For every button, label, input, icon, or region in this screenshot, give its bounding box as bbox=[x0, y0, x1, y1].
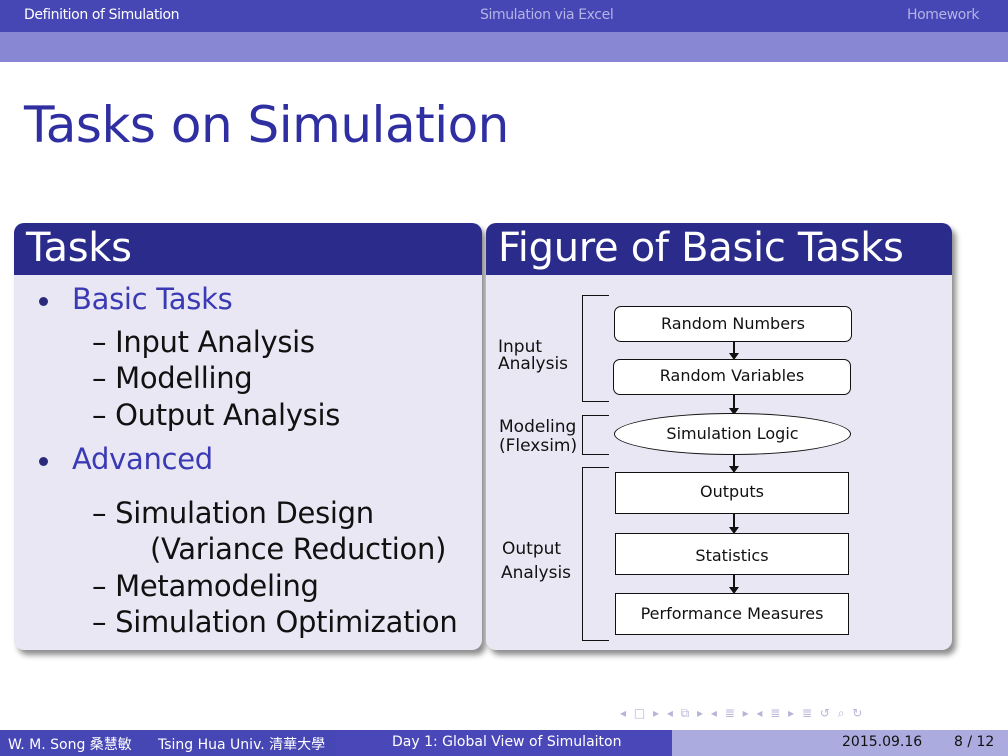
output-bracket bbox=[582, 467, 609, 641]
label-input-analysis: Analysis bbox=[498, 354, 569, 374]
node-statistics: Statistics bbox=[615, 533, 849, 575]
list-item: Advanced bbox=[72, 442, 213, 476]
footer-affiliation: Tsing Hua Univ. 清華大學 bbox=[158, 737, 326, 753]
node-outputs: Outputs bbox=[615, 472, 849, 514]
list-item: – Simulation Optimization bbox=[92, 605, 458, 639]
footer-author-segment: W. M. Song 桑慧敏 Tsing Hua Univ. 清華大學 bbox=[0, 730, 336, 756]
label-input: Input bbox=[498, 337, 543, 357]
footer-talk-segment: Day 1: Global View of Simulaiton bbox=[336, 730, 672, 756]
label-output-analysis: Analysis bbox=[501, 563, 572, 583]
footer-talk-title: Day 1: Global View of Simulaiton bbox=[392, 734, 622, 750]
list-item: – Simulation Design bbox=[92, 496, 374, 530]
tasks-block: Tasks Basic Tasks – Input Analysis – Mod… bbox=[14, 223, 482, 650]
nav-section-homework[interactable]: Homework bbox=[907, 7, 980, 23]
section-navigation-bar: Definition of Simulation Simulation via … bbox=[0, 0, 1008, 32]
footer-page-number: 8 / 12 bbox=[954, 734, 995, 750]
list-item: Basic Tasks bbox=[72, 282, 233, 316]
label-output: Output bbox=[502, 539, 562, 559]
node-performance-measures: Performance Measures bbox=[615, 593, 849, 635]
node-random-numbers: Random Numbers bbox=[614, 306, 852, 342]
label-modeling: Modeling bbox=[499, 417, 577, 437]
footer-date: 2015.09.16 bbox=[842, 734, 923, 750]
nav-section-excel[interactable]: Simulation via Excel bbox=[480, 7, 614, 23]
list-item: – Modelling bbox=[92, 361, 253, 395]
list-item: – Metamodeling bbox=[92, 569, 319, 603]
arrow-icon bbox=[729, 395, 739, 415]
list-item: – Input Analysis bbox=[92, 325, 315, 359]
node-random-variables: Random Variables bbox=[613, 359, 851, 395]
node-simulation-logic: Simulation Logic bbox=[614, 413, 851, 455]
nav-section-definition[interactable]: Definition of Simulation bbox=[24, 7, 180, 23]
list-item: – Output Analysis bbox=[92, 398, 341, 432]
arrow-icon bbox=[729, 342, 739, 360]
input-bracket bbox=[582, 295, 609, 402]
subsection-bar bbox=[0, 32, 1008, 62]
footer: W. M. Song 桑慧敏 Tsing Hua Univ. 清華大學 Day … bbox=[0, 730, 1008, 756]
arrow-icon bbox=[729, 514, 739, 534]
bullet-icon bbox=[39, 457, 48, 466]
modeling-bracket bbox=[582, 415, 609, 455]
slide-title: Tasks on Simulation bbox=[24, 96, 509, 154]
arrow-icon bbox=[729, 455, 739, 473]
beamer-navigation-symbols[interactable]: ◂ □ ▸ ◂ ⧉ ▸ ◂ ≣ ▸ ◂ ≣ ▸ ≣ ↺ ⌕ ↻ bbox=[620, 706, 865, 720]
footer-author: W. M. Song 桑慧敏 bbox=[8, 737, 132, 753]
tasks-block-title: Tasks bbox=[14, 223, 482, 275]
bullet-icon bbox=[39, 297, 48, 306]
figure-block-title: Figure of Basic Tasks bbox=[486, 223, 952, 275]
footer-date-segment: 2015.09.16 8 / 12 bbox=[672, 730, 1008, 756]
label-flexsim: (Flexsim) bbox=[499, 436, 578, 456]
list-item: (Variance Reduction) bbox=[150, 532, 447, 566]
arrow-icon bbox=[729, 575, 739, 594]
figure-block: Figure of Basic Tasks bbox=[486, 223, 952, 650]
